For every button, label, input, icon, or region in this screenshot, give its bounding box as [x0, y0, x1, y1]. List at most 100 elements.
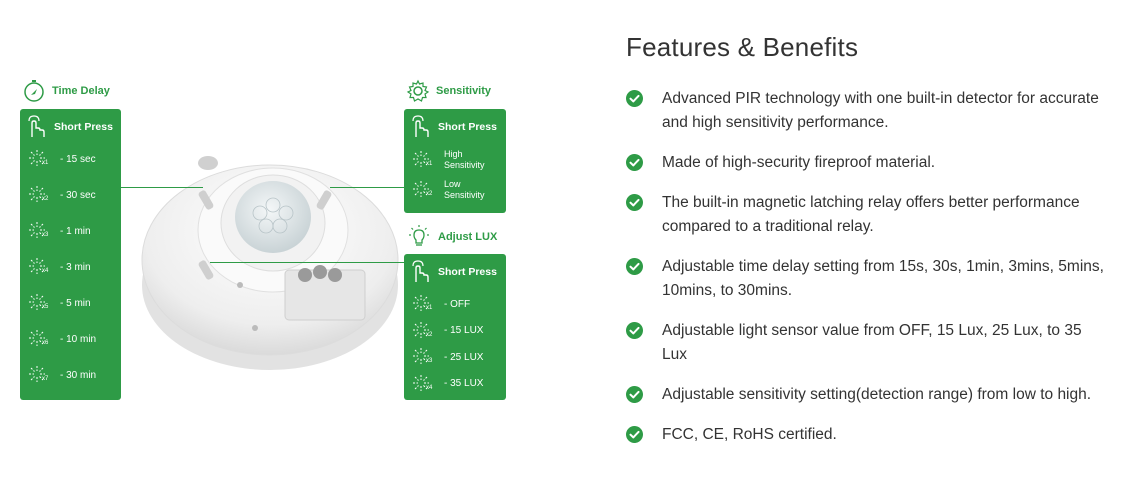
- lux-header-label: Short Press: [438, 266, 497, 278]
- time_delay-row: x1 - 15 sec: [28, 149, 96, 169]
- feature-item: Adjustable time delay setting from 15s, …: [626, 255, 1106, 303]
- feature-item: The built-in magnetic latching relay off…: [626, 191, 1106, 239]
- feature-item: FCC, CE, RoHS certified.: [626, 423, 1106, 447]
- lux-row: x2- 15 LUX: [412, 321, 483, 341]
- sparkle-icon: x2: [412, 180, 432, 200]
- check-circle-icon: [626, 322, 643, 339]
- row-label-line1: High: [444, 149, 463, 159]
- press-count: x5: [42, 304, 49, 310]
- time_delay-row: x5 - 5 min: [28, 293, 91, 313]
- row-label-line2: Sensitivity: [444, 160, 485, 170]
- press-count: x2: [42, 196, 49, 202]
- feature-text: Made of high-security fireproof material…: [662, 154, 936, 171]
- hand-press-icon: [412, 260, 429, 282]
- check-circle-icon: [626, 258, 643, 275]
- lux-row: x3 - 25 LUX: [412, 347, 483, 367]
- gear-icon: [406, 79, 430, 102]
- row-label: - 25 LUX: [444, 351, 484, 363]
- sparkle-icon: x7: [28, 365, 48, 385]
- sparkle-icon: [29, 186, 45, 202]
- feature-text: Advanced PIR technology with one built-i…: [662, 90, 1099, 131]
- press-count: x7: [42, 376, 49, 382]
- sparkle-icon: x1: [412, 294, 432, 314]
- row-label: - 5 min: [60, 297, 91, 309]
- sparkle-icon: [29, 150, 45, 166]
- feature-text: Adjustable light sensor value from OFF, …: [662, 322, 1082, 363]
- check-circle-icon: [626, 194, 643, 211]
- press-count: x3: [426, 358, 433, 364]
- time_delay-row: x6- 10 min: [28, 329, 96, 349]
- lux-header: Short Press: [410, 260, 497, 284]
- sparkle-icon: x5: [28, 293, 48, 313]
- press-count: x3: [42, 232, 49, 238]
- sparkle-icon: x3: [412, 347, 432, 367]
- press-count: x2: [426, 191, 433, 197]
- connector-line: [330, 187, 404, 188]
- sparkle-icon: x6: [28, 329, 48, 349]
- lux-row: x1 - OFF: [412, 294, 470, 314]
- sparkle-icon: x3: [28, 221, 48, 241]
- press-count: x2: [426, 331, 433, 338]
- sensitivity-header: Short Press: [410, 115, 497, 139]
- sparkle-icon: [29, 330, 45, 346]
- lightbulb-icon: [409, 225, 429, 246]
- sparkle-icon: x2: [28, 185, 48, 205]
- check-circle-icon: [626, 386, 643, 403]
- connector-line: [210, 262, 404, 263]
- sparkle-icon: x1: [412, 150, 432, 170]
- time-delay-header-label: Short Press: [54, 121, 113, 133]
- features-list: Advanced PIR technology with one built-i…: [626, 87, 1106, 447]
- lux-title: Adjust LUX: [406, 224, 497, 250]
- feature-text: The built-in magnetic latching relay off…: [662, 194, 1080, 235]
- feature-item: Made of high-security fireproof material…: [626, 151, 1106, 175]
- sparkle-icon: [29, 294, 45, 310]
- sparkle-icon: x2: [412, 321, 432, 341]
- sparkle-icon: x4: [28, 257, 48, 277]
- sensitivity-title: Sensitivity: [406, 79, 491, 103]
- hand-press-icon: [28, 115, 45, 137]
- press-count: x4: [426, 384, 433, 391]
- features-section: Features & Benefits Advanced PIR technol…: [626, 32, 1106, 447]
- row-label: - 35 LUX: [444, 378, 484, 389]
- timer-icon: [24, 80, 44, 102]
- time-delay-panel: Short Press x1 - 15 sec x2 - 30 sec x3 - 1 mi…: [20, 109, 121, 400]
- connector-line: [121, 187, 203, 188]
- motion-sensor-device-image: [141, 156, 399, 370]
- feature-text: Adjustable sensitivity setting(detection…: [662, 386, 1092, 403]
- sparkle-icon: [413, 181, 429, 197]
- sparkle-icon: [413, 151, 429, 167]
- feature-item: Advanced PIR technology with one built-i…: [626, 87, 1106, 135]
- feature-text: FCC, CE, RoHS certified.: [662, 426, 837, 443]
- press-count: x1: [426, 161, 433, 167]
- lux-label: Adjust LUX: [438, 231, 498, 243]
- row-label: - 1 min: [60, 225, 91, 237]
- sparkle-icon: [413, 321, 429, 338]
- sparkle-icon: [29, 258, 45, 274]
- sparkle-icon: [413, 374, 429, 391]
- features-title: Features & Benefits: [626, 32, 859, 62]
- press-count: x4: [42, 268, 49, 274]
- press-count: x6: [42, 340, 49, 346]
- press-count: x1: [42, 160, 49, 166]
- row-label: - 3 min: [60, 261, 91, 273]
- row-label: - OFF: [444, 298, 471, 310]
- sensitivity-header-label: Short Press: [438, 121, 497, 133]
- hand-press-icon: [412, 115, 429, 137]
- row-label: - 30 sec: [60, 189, 96, 201]
- row-label-line2: Sensitivity: [444, 190, 485, 200]
- time_delay-row: x2 - 30 sec: [28, 185, 96, 205]
- sensitivity-label: Sensitivity: [436, 85, 492, 97]
- feature-item: Adjustable sensitivity setting(detection…: [626, 383, 1106, 407]
- time-delay-label: Time Delay: [52, 85, 110, 97]
- check-circle-icon: [626, 154, 643, 171]
- row-label: - 30 min: [60, 369, 97, 381]
- time_delay-row: x3 - 1 min: [28, 221, 91, 241]
- sparkle-icon: [413, 295, 429, 311]
- time-delay-header: Short Press: [26, 115, 113, 139]
- row-label: - 15 sec: [60, 153, 96, 165]
